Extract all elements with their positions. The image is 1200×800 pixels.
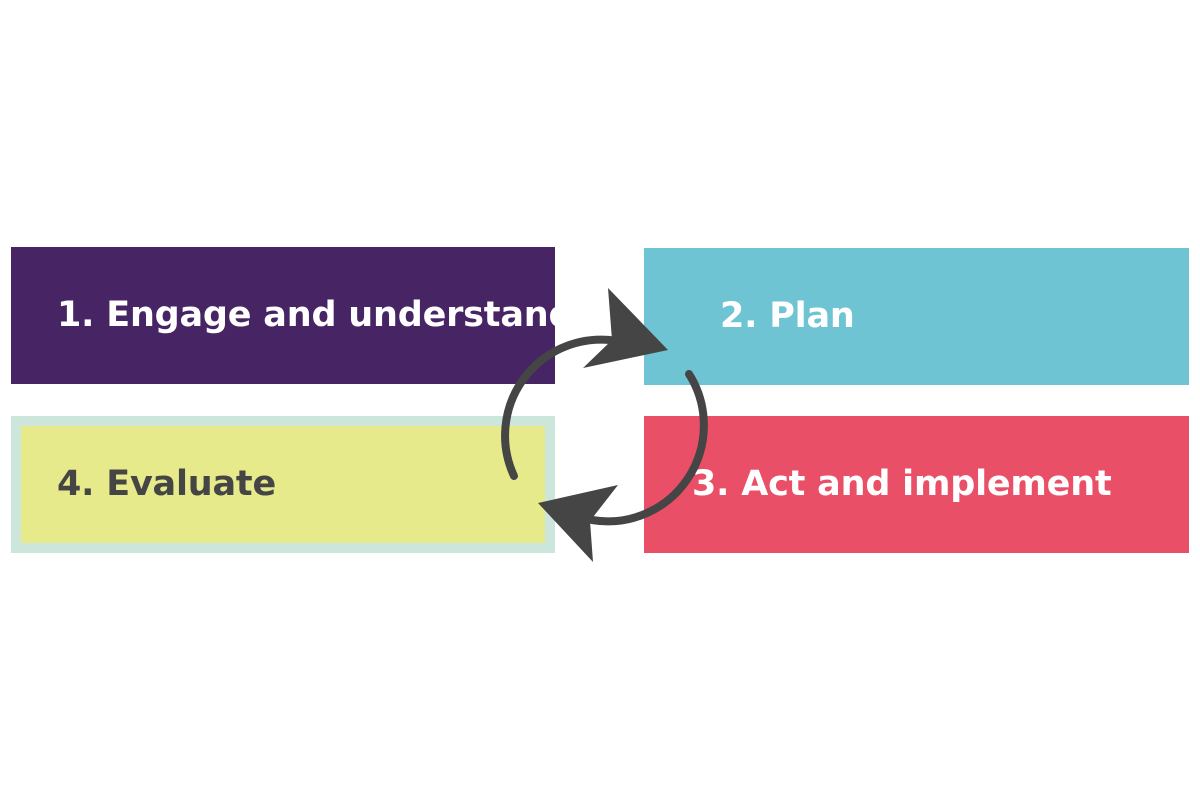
- step-label: 1. Engage and understand: [57, 295, 574, 335]
- step-engage-and-understand: 1. Engage and understand: [11, 247, 574, 384]
- step-label: 2. Plan: [720, 296, 855, 336]
- step-act-and-implement: 3. Act and implement: [644, 416, 1189, 553]
- step-plan: 2. Plan: [644, 248, 1189, 385]
- step-evaluate: 4. Evaluate: [11, 416, 555, 553]
- step-evaluate-inner: 4. Evaluate: [21, 426, 545, 543]
- step-label: 3. Act and implement: [692, 464, 1112, 504]
- step-label: 4. Evaluate: [57, 464, 276, 504]
